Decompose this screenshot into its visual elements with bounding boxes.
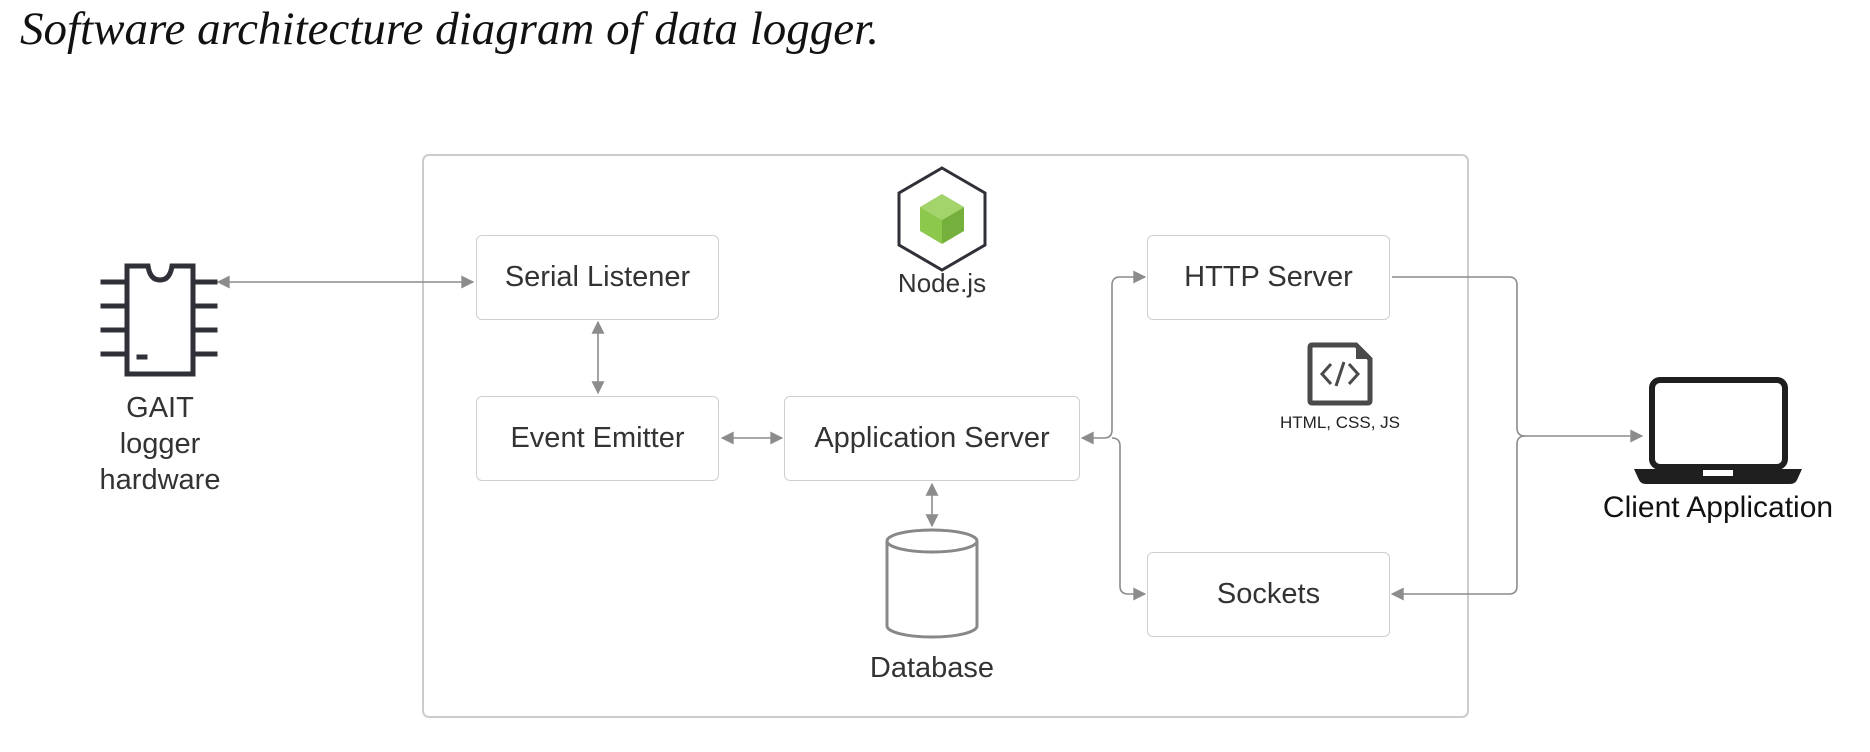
- microchip-icon: [100, 263, 218, 377]
- event-emitter-box: Event Emitter: [476, 396, 719, 481]
- connector-client-sockets: [1390, 435, 1526, 601]
- application-server-label: Application Server: [814, 422, 1050, 454]
- connector-appserver-sockets: [1111, 437, 1147, 601]
- client-application-label: Client Application: [1602, 491, 1834, 524]
- event-emitter-label: Event Emitter: [510, 422, 685, 454]
- database-cylinder-icon: [885, 528, 979, 639]
- web-assets-label: HTML, CSS, JS: [1280, 413, 1400, 432]
- connector-appserver-http: [1080, 270, 1147, 445]
- nodejs-runtime-container: [422, 154, 1469, 718]
- sockets-box: Sockets: [1147, 552, 1390, 637]
- serial-listener-label: Serial Listener: [504, 261, 691, 293]
- sockets-label: Sockets: [1216, 578, 1321, 610]
- application-server-box: Application Server: [784, 396, 1080, 481]
- nodejs-label: Node.js: [897, 268, 987, 298]
- connector-http-client: [1392, 276, 1644, 443]
- serial-listener-box: Serial Listener: [476, 235, 719, 320]
- laptop-icon: [1634, 377, 1802, 484]
- http-server-label: HTTP Server: [1184, 261, 1353, 293]
- nodejs-cube-icon: [897, 166, 987, 272]
- hardware-label-line1: GAIT: [126, 392, 194, 424]
- http-server-box: HTTP Server: [1147, 235, 1390, 320]
- code-file-icon: [1307, 342, 1373, 406]
- hardware-label-line2: logger: [119, 428, 201, 460]
- figure-caption: Software architecture diagram of data lo…: [20, 3, 879, 55]
- database-label: Database: [869, 652, 995, 684]
- hardware-label: GAIT logger hardware: [80, 390, 240, 498]
- hardware-label-line3: hardware: [99, 464, 221, 496]
